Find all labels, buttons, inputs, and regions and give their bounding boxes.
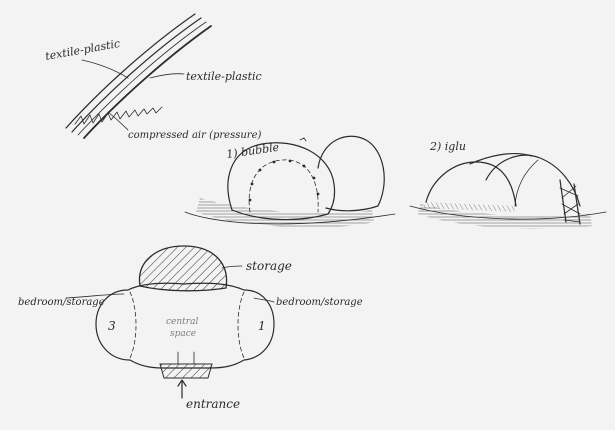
label-iglu: 2) iglu [429,140,466,153]
label-central-space-line1: central [166,317,198,327]
bubble-sketch [185,136,395,227]
label-entrance: entrance [186,397,240,411]
label-bubble: 1) bubble [226,141,281,161]
label-bedroom-storage-right: bedroom/storage [276,297,363,308]
label-central-space-line2: space [170,329,196,339]
label-textile-plastic-right: textile-plastic [186,70,262,83]
label-compressed-air: compressed air (pressure) [128,130,261,141]
label-textile-plastic-top: textile-plastic [44,37,121,63]
label-storage: storage [246,259,292,273]
label-room-number-right: 1 [258,319,266,333]
label-bedroom-storage-left: bedroom/storage [18,297,105,308]
label-room-number-left: 3 [108,319,116,333]
iglu-sketch [410,154,606,229]
